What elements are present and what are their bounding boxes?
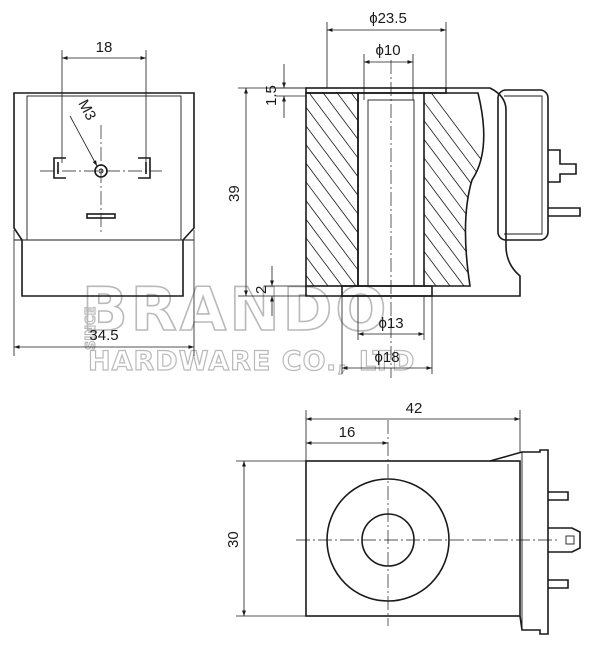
watermark-company: HARDWARE CO., LTD: [88, 346, 415, 377]
watermark: BRANDO HARDWARE CO., LTD SINCE: [81, 274, 415, 377]
front-view-right-clip: [138, 157, 151, 179]
section-bottom-flange: [341, 285, 433, 297]
dim-bore-diameter: ϕ10: [375, 42, 400, 59]
top-view-pin-middle: [548, 527, 581, 553]
front-view-body: [13, 92, 195, 297]
dim-top-center: 16: [339, 424, 356, 441]
dim-top-width: 30: [225, 531, 242, 548]
dim-tube-inner: ϕ13: [378, 315, 403, 332]
top-view-pin-lower: [548, 579, 569, 589]
top-view-body: [305, 460, 521, 617]
front-view: M3 18 34.5: [13, 39, 195, 356]
front-view-slot: [86, 213, 116, 219]
dim-top-length: 42: [406, 400, 423, 417]
top-view: 42 16 30: [225, 400, 581, 635]
dim-outer-diameter: ϕ23.5: [369, 10, 407, 27]
top-view-pin-upper: [548, 491, 569, 501]
section-right-wall: [424, 92, 485, 287]
dim-height: 39: [226, 185, 243, 202]
section-pin-lower: [548, 207, 581, 217]
watermark-side-text: SINCE: [84, 306, 99, 350]
section-left-hatch: [306, 92, 358, 286]
section-connector: [497, 89, 549, 241]
section-right-hatch: [424, 92, 484, 286]
dim-top-gap: 1.5: [263, 85, 280, 106]
section-housing: [305, 87, 521, 297]
thread-label: M3: [74, 97, 99, 123]
section-pin-upper: [548, 149, 577, 183]
dim-tube-outer: ϕ18: [374, 349, 399, 366]
dim-front-width-outer: 34.5: [89, 327, 118, 344]
front-view-left-clip: [53, 157, 66, 179]
dim-front-width-inner: 18: [96, 39, 113, 56]
top-view-connector: [489, 449, 549, 635]
section-left-wall: [305, 92, 359, 287]
dim-bottom-gap: 2: [253, 286, 270, 294]
